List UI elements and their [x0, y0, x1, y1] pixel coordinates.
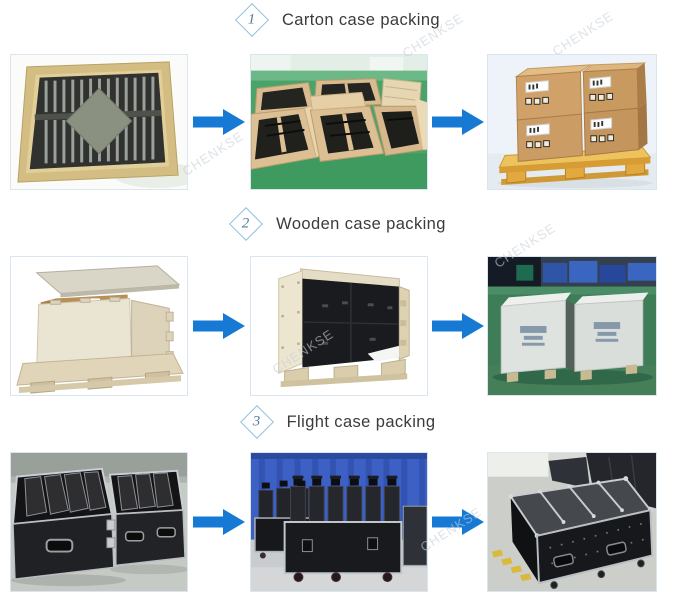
step-diamond-icon: 1: [235, 3, 269, 37]
right-arrow-icon: [431, 109, 484, 135]
right-arrow-icon: [193, 313, 245, 339]
section-title: Flight case packing: [286, 412, 436, 431]
flow-arrow: [188, 311, 250, 341]
flow-arrow: [188, 507, 250, 537]
section-header: 3 Flight case packing: [0, 404, 680, 440]
photo-collapsible-plywood-crate: [10, 256, 188, 396]
flow-arrow: [428, 107, 487, 137]
image-row: [0, 54, 680, 190]
flow-arrow: [188, 107, 250, 137]
section-wooden-packing: 2 Wooden case packing: [0, 206, 680, 396]
step-diamond-icon: 2: [229, 207, 264, 241]
section-title: Wooden case packing: [276, 214, 446, 233]
right-arrow-icon: [193, 509, 245, 535]
section-carton-packing: 1 Carton case packing: [0, 2, 680, 190]
step-diamond-icon: 3: [239, 405, 274, 439]
right-arrow-icon: [431, 509, 484, 535]
step-number: 1: [248, 11, 256, 28]
image-row: [0, 452, 680, 592]
section-title: Carton case packing: [281, 10, 441, 29]
section-header: 2 Wooden case packing: [0, 206, 680, 242]
step-number: 2: [242, 215, 250, 232]
image-row: [0, 256, 680, 396]
photo-cartons-stacked-on-pallet: [487, 54, 657, 190]
photo-empty-flight-cases-with-dividers: [10, 452, 188, 592]
section-flight-packing: 3 Flight case packing: [0, 404, 680, 592]
photo-two-plywood-crates-on-floor: [487, 256, 657, 396]
photo-wooden-crate-with-led-cabinets: [250, 256, 428, 396]
right-arrow-icon: [193, 109, 245, 135]
photo-flight-case-loaded-with-led-panels: [250, 452, 428, 592]
photo-open-cartons-on-factory-floor: [250, 54, 428, 190]
flow-arrow: [428, 311, 487, 341]
step-number: 3: [252, 413, 261, 430]
photo-led-modules-foam-packed-in-carton: [10, 54, 188, 190]
flow-arrow: [428, 507, 487, 537]
section-header: 1 Carton case packing: [0, 2, 680, 38]
right-arrow-icon: [431, 313, 484, 339]
photo-closed-flight-cases-warehouse: [487, 452, 657, 592]
